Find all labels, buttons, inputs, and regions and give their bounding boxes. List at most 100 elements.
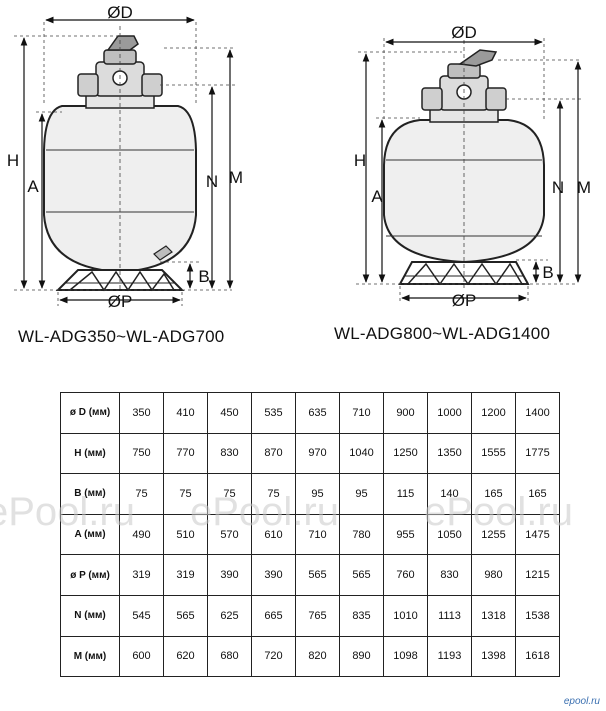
table-cell: 780 xyxy=(339,513,384,556)
row-header: A (мм) xyxy=(60,513,120,556)
table-cell: 890 xyxy=(339,635,384,678)
table-cell: 140 xyxy=(427,473,472,515)
table-cell: 1200 xyxy=(471,392,516,434)
label-a-left: A xyxy=(27,177,39,196)
table-cell: 665 xyxy=(251,594,296,637)
table-cell: 565 xyxy=(295,554,340,596)
table-cell: 830 xyxy=(427,554,472,596)
table-cell: 570 xyxy=(207,513,252,556)
watermark-2: ePool.ru xyxy=(190,490,339,534)
table-cell: 820 xyxy=(295,635,340,678)
table-cell: 770 xyxy=(163,432,208,475)
table-cell: 830 xyxy=(207,432,252,475)
table-cell: 620 xyxy=(163,635,208,678)
label-dia-d-right: ØD xyxy=(451,23,477,42)
table-cell: 535 xyxy=(251,392,296,434)
table-cell: 1398 xyxy=(471,635,516,678)
table-cell: 625 xyxy=(207,594,252,637)
watermark-3: ePool.ru xyxy=(424,490,573,534)
table-cell: 565 xyxy=(339,554,384,596)
row-header: B (мм) xyxy=(60,473,120,515)
table-cell: 1050 xyxy=(427,513,472,556)
table-cell: 750 xyxy=(119,432,164,475)
table-cell: 165 xyxy=(515,473,560,515)
table-cell: 1098 xyxy=(383,635,428,678)
label-b-left: B xyxy=(198,267,209,286)
table-cell: 1010 xyxy=(383,594,428,637)
table-cell: 610 xyxy=(251,513,296,556)
table-cell: 1040 xyxy=(339,432,384,475)
watermark-1: ePool.ru xyxy=(0,490,135,534)
table-cell: 319 xyxy=(163,554,208,596)
table-cell: 680 xyxy=(207,635,252,678)
table-cell: 115 xyxy=(383,473,428,515)
caption-right: WL-ADG800~WL-ADG1400 xyxy=(334,324,551,343)
table-cell: 350 xyxy=(119,392,164,434)
filter-left-drawing: ØD H A N M B ØP xyxy=(7,3,243,311)
label-m-right: M xyxy=(577,178,591,197)
table-cell: 390 xyxy=(207,554,252,596)
table-cell: 870 xyxy=(251,432,296,475)
row-header: H (мм) xyxy=(60,432,120,475)
label-h-left: H xyxy=(7,151,19,170)
table-cell: 1193 xyxy=(427,635,472,678)
table-cell: 600 xyxy=(119,635,164,678)
label-dia-p-right: ØP xyxy=(452,291,477,310)
table-cell: 835 xyxy=(339,594,384,637)
table-cell: 1775 xyxy=(515,432,560,475)
table-cell: 900 xyxy=(383,392,428,434)
valve-handle-left xyxy=(106,35,139,51)
caption-left: WL-ADG350~WL-ADG700 xyxy=(18,327,225,346)
table-cell: 450 xyxy=(207,392,252,434)
table-cell: 1475 xyxy=(515,513,560,556)
label-dia-p-left: ØP xyxy=(108,292,133,311)
table-cell: 410 xyxy=(163,392,208,434)
table-cell: 95 xyxy=(339,473,384,515)
table-cell: 1255 xyxy=(471,513,516,556)
table-cell: 1215 xyxy=(515,554,560,596)
table-cell: 390 xyxy=(251,554,296,596)
table-cell: 1555 xyxy=(471,432,516,475)
site-logo: epool.ru xyxy=(563,696,600,707)
table-cell: 95 xyxy=(295,473,340,515)
row-header: M (мм) xyxy=(60,635,120,678)
table-cell: 970 xyxy=(295,432,340,475)
label-b-right: B xyxy=(542,263,553,282)
table-cell: 75 xyxy=(251,473,296,515)
table-cell: 635 xyxy=(295,392,340,434)
label-n-right: N xyxy=(552,178,564,197)
table-cell: 1250 xyxy=(383,432,428,475)
table-cell: 720 xyxy=(251,635,296,678)
label-n-left: N xyxy=(206,172,218,191)
label-a-right: A xyxy=(371,187,383,206)
table-cell: 980 xyxy=(471,554,516,596)
row-header: ø D (мм) xyxy=(60,392,120,434)
table-cell: 760 xyxy=(383,554,428,596)
table-cell: 710 xyxy=(339,392,384,434)
table-cell: 545 xyxy=(119,594,164,637)
table-cell: 1000 xyxy=(427,392,472,434)
table-cell: 165 xyxy=(471,473,516,515)
filter-right-drawing: ØD H A N M B ØP xyxy=(354,23,591,310)
row-header: ø P (мм) xyxy=(60,554,120,596)
table-cell: 1350 xyxy=(427,432,472,475)
table-cell: 319 xyxy=(119,554,164,596)
table-cell: 1538 xyxy=(515,594,560,637)
table-cell: 1618 xyxy=(515,635,560,678)
label-dia-d-left: ØD xyxy=(107,3,133,22)
table-cell: 75 xyxy=(119,473,164,515)
row-header: N (мм) xyxy=(60,594,120,637)
valve-handle-right xyxy=(457,49,498,67)
table-cell: 1400 xyxy=(515,392,560,434)
table-cell: 1113 xyxy=(427,594,472,637)
table-cell: 565 xyxy=(163,594,208,637)
table-cell: 490 xyxy=(119,513,164,556)
table-cell: 955 xyxy=(383,513,428,556)
